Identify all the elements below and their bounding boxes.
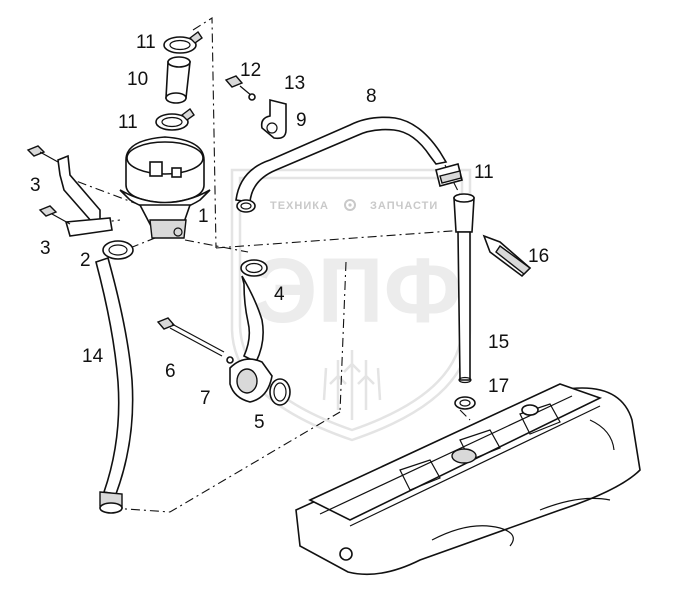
callout-11-right: 11 xyxy=(474,162,494,183)
callout-5: 5 xyxy=(254,412,265,433)
callout-15: 15 xyxy=(488,332,509,353)
callout-3-lower: 3 xyxy=(40,238,51,259)
watermark: ЭПФ ТЕХНИКА ЗАПЧАСТИ xyxy=(230,168,472,442)
callout-1: 1 xyxy=(198,206,209,227)
callout-2: 2 xyxy=(80,250,91,271)
flange-fitting xyxy=(229,358,273,403)
valve-cover xyxy=(295,383,641,576)
callout-16: 16 xyxy=(528,246,549,267)
callout-7: 7 xyxy=(200,388,211,409)
callouts: 11 10 11 12 13 9 8 11 3 3 1 2 4 16 14 6 … xyxy=(30,32,549,433)
watermark-right-text: ЗАПЧАСТИ xyxy=(370,200,438,212)
callout-9: 9 xyxy=(296,110,307,131)
washer-17 xyxy=(454,396,476,410)
watermark-wheat-icon xyxy=(322,350,382,420)
callout-10: 10 xyxy=(127,69,148,90)
clamp-left xyxy=(102,240,134,260)
bolt-12 xyxy=(224,75,256,101)
dipstick-tube xyxy=(453,193,475,384)
o-ring xyxy=(269,378,291,406)
long-bolt xyxy=(156,317,234,364)
callout-17: 17 xyxy=(488,376,509,397)
callout-6: 6 xyxy=(165,361,176,382)
watermark-left-text: ТЕХНИКА xyxy=(270,200,329,212)
callout-11-top: 11 xyxy=(136,32,156,53)
watermark-logo-text: ЭПФ xyxy=(252,240,462,342)
dipstick-plug xyxy=(482,234,532,278)
callout-12: 12 xyxy=(240,60,261,81)
callout-13: 13 xyxy=(284,73,305,94)
bracket-upper xyxy=(26,145,101,223)
watermark-gear-icon xyxy=(344,199,356,211)
vent-pipe xyxy=(235,116,448,213)
callout-8: 8 xyxy=(366,86,377,107)
clip-bracket-13 xyxy=(260,98,287,140)
clamp-top xyxy=(163,30,203,54)
callout-3-upper: 3 xyxy=(30,175,41,196)
callout-4: 4 xyxy=(274,284,285,305)
bracket-lower xyxy=(38,205,113,237)
clamp-middle xyxy=(155,107,195,131)
clamp-right xyxy=(435,163,463,187)
callout-14: 14 xyxy=(82,346,104,367)
return-hose xyxy=(95,256,134,514)
short-hose xyxy=(165,56,191,104)
oil-separator xyxy=(119,136,211,239)
callout-11-middle: 11 xyxy=(118,112,138,133)
elbow-hose xyxy=(240,259,268,364)
